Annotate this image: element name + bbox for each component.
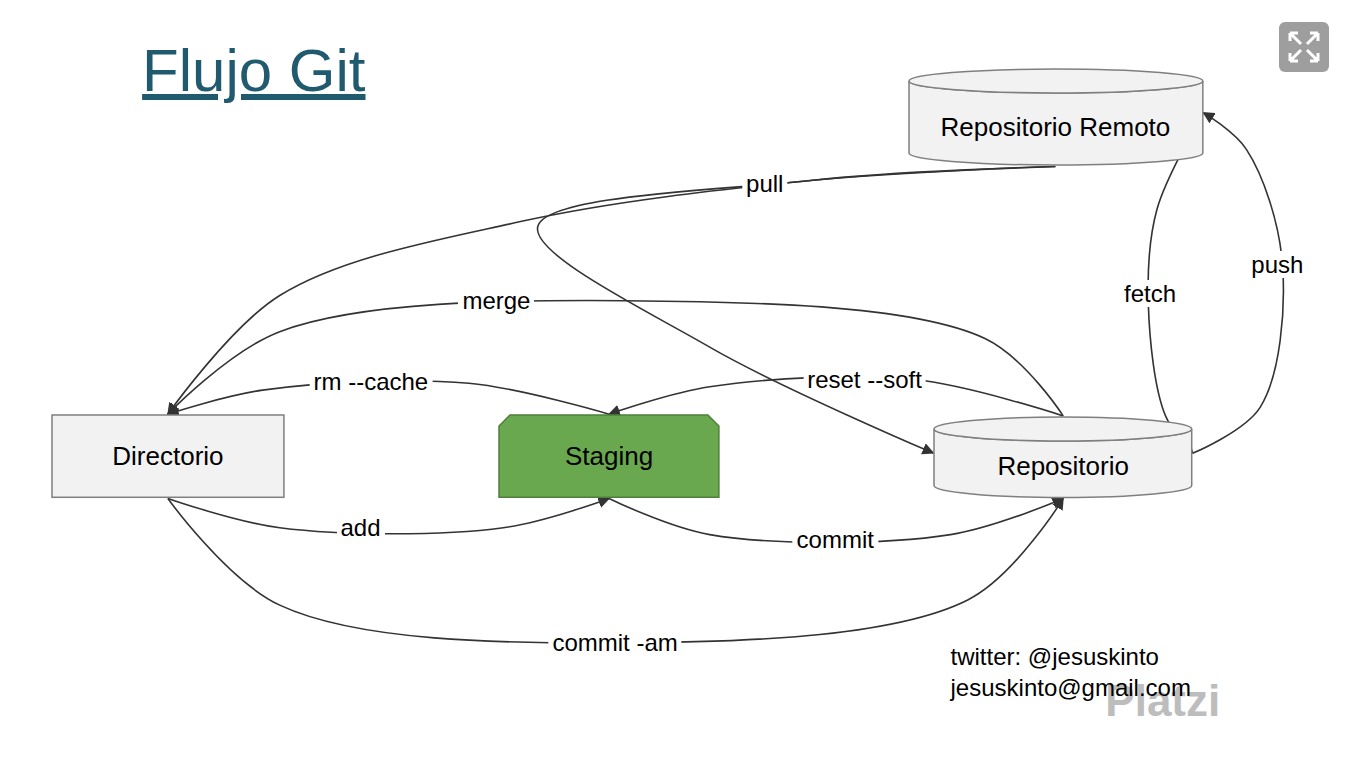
node-label: Repositorio [997, 451, 1129, 482]
edge-label-holder: push [1247, 251, 1307, 279]
label-holder: twitter: @jesuskinto [951, 643, 1159, 671]
merge-arrow [168, 301, 1063, 416]
edge-label: merge [458, 287, 534, 314]
repo-cylinder: Repositorio [933, 416, 1193, 499]
edge-label: add [337, 514, 385, 541]
edge-label-holder: fetch [1120, 280, 1180, 308]
remote-repo-cylinder: Repositorio Remoto [908, 68, 1204, 166]
node-label: Repositorio Remoto [941, 112, 1171, 143]
edge-label-holder: merge [458, 287, 534, 315]
edge-label: commit [793, 526, 878, 553]
edge-label-holder: commit [793, 526, 878, 554]
edge-label: fetch [1120, 280, 1180, 307]
pull-arrow [168, 167, 1056, 415]
edge-label: rm --cache [310, 368, 433, 395]
add-arrow [168, 498, 609, 533]
edge-label: commit -am [548, 629, 681, 656]
title-text: Flujo Git [142, 37, 365, 104]
node-label: Directorio [112, 441, 223, 472]
label-holder: jesuskinto@gmail.com [951, 674, 1191, 702]
expand-arrows [1290, 33, 1318, 61]
edge-label-holder: reset --soft [803, 366, 926, 394]
edge-label: push [1247, 251, 1307, 278]
edge-label-holder: pull [742, 170, 787, 198]
author-email: jesuskinto@gmail.com [951, 674, 1191, 701]
commit-am-arrow [168, 498, 1063, 643]
staging-box: Staging [498, 414, 720, 498]
edge-label: reset --soft [803, 366, 926, 393]
node-label: Staging [565, 441, 653, 472]
expand-icon [1279, 22, 1329, 72]
push-arrow [1193, 113, 1283, 453]
directory-box: Directorio [51, 414, 285, 498]
edge-label-holder: rm --cache [310, 368, 433, 396]
edge-label-holder: add [337, 514, 385, 542]
pull-split-arrow [537, 167, 1055, 454]
author-twitter: twitter: @jesuskinto [951, 643, 1159, 670]
expand-button [1279, 22, 1329, 72]
edge-label-holder: commit -am [548, 629, 681, 657]
edge-label: pull [742, 170, 787, 197]
diagram-title: Flujo Git [142, 36, 365, 105]
